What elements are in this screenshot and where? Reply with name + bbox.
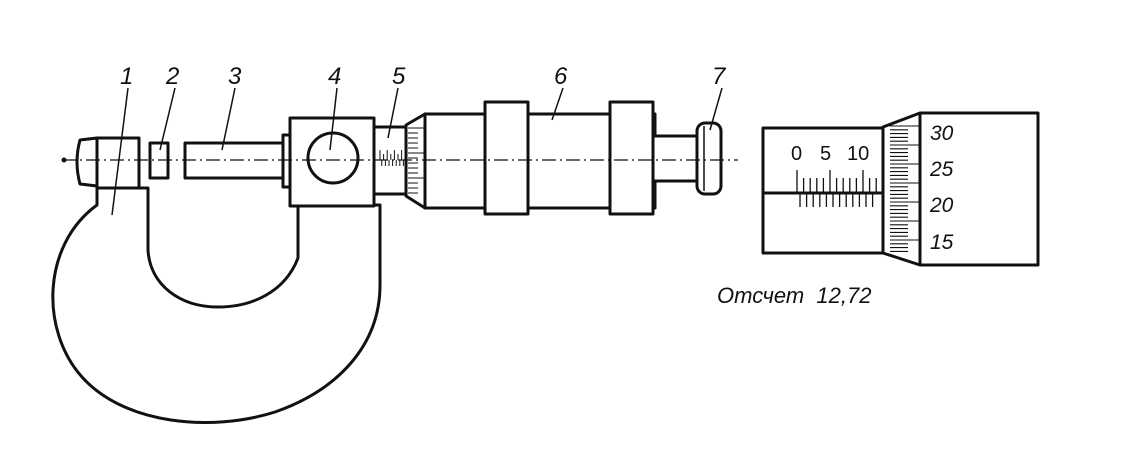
reading-detail: 0 5 10 30 25 20 15 Отсчет 12,72 <box>717 111 1040 308</box>
label-part-6: 6 <box>554 63 568 90</box>
frame <box>51 186 382 424</box>
detail-thimble <box>881 111 1040 267</box>
reading-caption: Отсчет 12,72 <box>717 283 871 308</box>
detail-thimble-ticks <box>890 125 920 252</box>
knurl-band-right <box>608 100 655 216</box>
detail-sleeve-ticks <box>796 170 877 207</box>
sleeve-number-10: 10 <box>847 143 869 165</box>
sleeve-number-5: 5 <box>820 143 831 165</box>
label-part-4: 4 <box>328 63 341 90</box>
thimble-number-30: 30 <box>930 122 954 145</box>
label-part-3: 3 <box>228 63 242 90</box>
axis-start-dot <box>61 157 67 163</box>
thimble-number-20: 20 <box>929 194 954 217</box>
lock-screw <box>306 131 360 185</box>
detail-sleeve <box>761 126 895 255</box>
thimble-number-25: 25 <box>929 158 954 181</box>
frame-left-jaw <box>95 136 141 190</box>
label-part-1: 1 <box>120 63 133 90</box>
knurl-band-left <box>483 100 530 216</box>
label-part-7: 7 <box>712 63 727 90</box>
micrometer-drawing: 1 2 3 4 5 6 7 <box>51 63 738 424</box>
label-part-2: 2 <box>165 63 179 90</box>
leader-lines <box>111 87 723 216</box>
ratchet-neck <box>651 134 699 183</box>
thimble-bevel-graduations <box>408 127 424 194</box>
sleeve-number-0: 0 <box>791 143 802 165</box>
ratchet <box>695 121 723 196</box>
thimble-number-15: 15 <box>930 231 954 254</box>
anvil <box>75 136 99 188</box>
label-part-5: 5 <box>392 63 406 90</box>
